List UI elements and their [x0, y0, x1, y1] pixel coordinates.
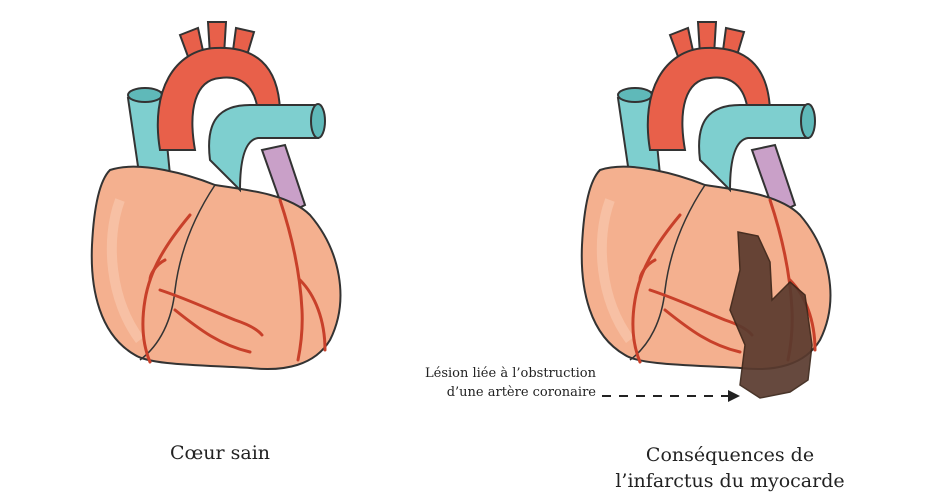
lesion-area: [729, 231, 813, 399]
caption-healthy-heart: Cœur sain: [169, 442, 271, 464]
caption-infarct-line-2: l’infarctus du myocarde: [615, 470, 845, 492]
caption-infarct: Conséquences de l’infarctus du myocarde: [590, 442, 870, 494]
lesion-annotation: Lésion liée à l’obstruction d’une artère…: [360, 364, 596, 402]
annotation-line-2: d’une artère coronaire: [446, 385, 596, 400]
caption-infarct-line-1: Conséquences de: [645, 444, 815, 466]
healthy-heart-illustration: [92, 22, 341, 369]
annotation-line-1: Lésion liée à l’obstruction: [425, 366, 596, 381]
annotation-arrow-head: [728, 390, 740, 402]
